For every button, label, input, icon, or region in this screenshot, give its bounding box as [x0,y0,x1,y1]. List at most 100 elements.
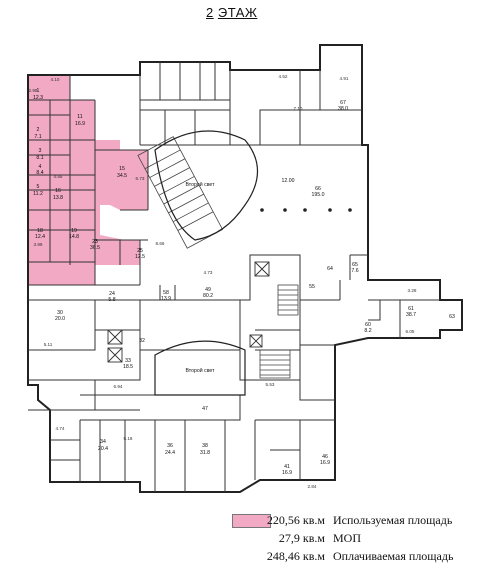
room-number: 60 [365,322,371,328]
legend-value: 248,46 кв.м [266,549,325,563]
corridor-markers [260,208,352,212]
room-area: 38.0 [338,106,348,112]
dimension: 8.66 [156,241,165,246]
room-number: 18 [37,228,43,234]
room-number: 63 [449,314,455,320]
dimension: 4.91 [340,76,349,81]
room-area: 16.9 [75,121,85,127]
legend-text: Оплачиваемая площадь [333,549,454,563]
room-number: 16 [55,188,61,194]
dimension: 4.74 [56,426,65,431]
floor-plan: Второй свет Второй свет 12.00 1 12.3 2 7… [27,44,463,493]
room-area: 31.8 [200,450,210,456]
dimension: 4.10 [51,77,60,82]
room-area: 8.1 [36,155,43,161]
legend-row-paid: 248,46 кв.м Оплачиваемая площадь [232,549,454,564]
dimension: 3.28 [408,288,417,293]
dimension: 5.53 [266,382,275,387]
room-number: 65 [352,262,358,268]
stairs [137,136,299,379]
dimension: 5.18 [124,436,133,441]
dimension: 4.73 [204,270,213,275]
room-area: 80.2 [203,293,213,299]
room-number: 1 [37,88,40,94]
dimension: 7.10 [294,106,303,111]
room-number: 3 [39,148,42,154]
atrium-label-bottom: Второй свет [186,367,216,374]
atrium-label-top: Второй свет [186,181,216,188]
room-area: 38.7 [406,312,416,318]
room-area: 12.5 [135,254,145,260]
legend-text: Используемая площадь [333,513,453,527]
room-number: 2 [37,127,40,133]
room-area: 11.2 [33,191,43,197]
room-area: 20.4 [98,446,108,452]
room-number: 36 [167,443,173,449]
corridor-area: 12.00 [282,178,295,184]
room-number: 33 [125,358,131,364]
floor-label: ЭТАЖ [217,5,258,20]
used-area-swatch [232,514,271,528]
room-number: 38 [202,443,208,449]
room-area: 13.8 [53,195,63,201]
room-number: 46 [322,454,328,460]
room-number: 5 [37,184,40,190]
legend-value: 220,56 кв.м [266,513,325,527]
room-number: 24 [109,291,115,297]
room-number: 49 [205,287,211,293]
room-number: 19 [71,228,77,234]
room-area: 36.5 [90,245,100,251]
room-area: 12.4 [35,234,45,240]
room-number: 25 [137,248,143,254]
room-number: 23 [92,239,98,245]
room-number: 64 [327,266,333,272]
room-area: 7.6 [351,268,358,274]
room-number: 61 [408,306,414,312]
room-number: 15 [119,166,125,172]
room-area: 24.4 [165,450,175,456]
room-area: 16.9 [282,470,292,476]
room-number: 41 [284,464,290,470]
legend-value: 27,9 кв.м [278,531,325,545]
legend-row-used: 220,56 кв.м Используемая площадь [232,513,452,528]
room-area: 13.9 [161,296,171,302]
room-area: 7.1 [34,134,41,140]
room-number: 32 [139,338,145,344]
room-number: 11 [77,114,82,120]
room-area: 20.0 [55,316,65,322]
atria [154,130,258,396]
room-area: 195.0 [312,192,325,198]
room-area: 5.8 [108,297,115,303]
legend-row-mop: 27,9 кв.м МОП [232,531,361,546]
room-number: 34 [100,439,106,445]
room-number: 58 [163,290,169,296]
room-number: 4 [39,164,42,170]
room-number: 47 [202,406,208,412]
dimension: 2.84 [308,484,317,489]
room-area: 8.4 [36,170,43,176]
floor-number: 2 [206,5,214,20]
room-number: 66 [315,186,321,192]
room-number: 55 [309,284,315,290]
dimension: 6.73 [136,176,145,181]
inner-walls [28,62,440,492]
room-number: 30 [57,310,63,316]
room-area: 8.2 [364,328,371,334]
used-area [28,75,148,285]
dimension: 6.94 [114,384,123,389]
dimension: 4.52 [279,74,288,79]
room-number: 67 [340,100,346,106]
room-area: 16.9 [320,460,330,466]
room-area: 14.8 [69,234,79,240]
legend-text: МОП [333,531,362,545]
room-area: 12.3 [33,95,43,101]
dimension: 4.85 [54,174,63,179]
room-area: 34.5 [117,173,127,179]
floor-title: 2 ЭТАЖ [206,5,257,20]
outer-walls [27,44,463,493]
dimension: 6.05 [406,329,415,334]
room-area: 18.5 [123,364,133,370]
elevators [107,261,270,363]
dimension: 5.11 [44,342,53,347]
dimension: 3.99 [34,242,43,247]
